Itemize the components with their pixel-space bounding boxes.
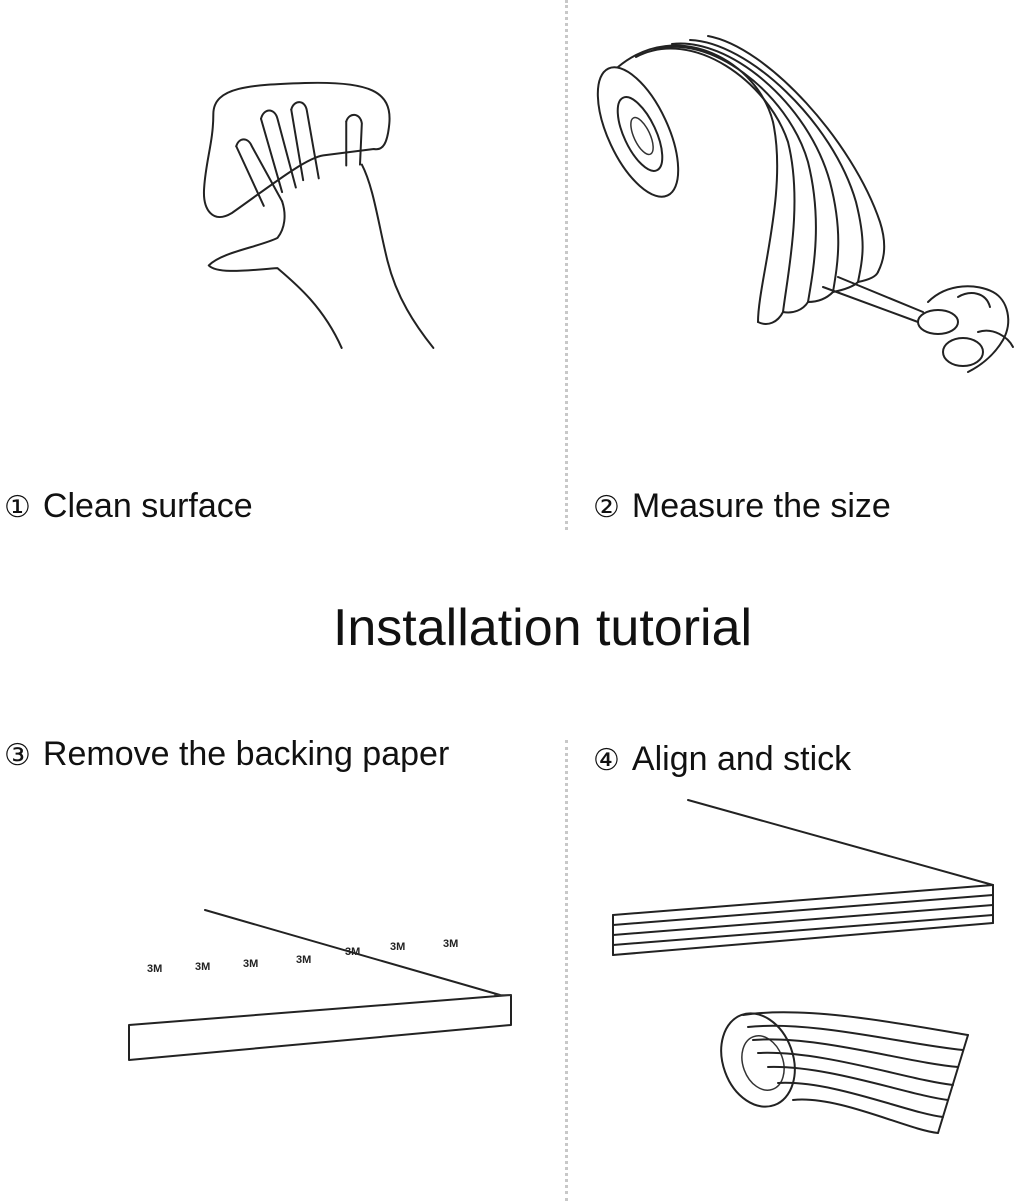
page-title: Installation tutorial (332, 599, 753, 657)
divider-top (565, 0, 568, 530)
step-number-2: ② (593, 490, 620, 525)
step-text-3: Remove the backing paper (42, 735, 450, 773)
tape-roll-scissors-icon (598, 22, 1018, 382)
step-label-2: ② Measure the size (593, 487, 891, 526)
step-label-3: ③ Remove the backing paper (4, 735, 449, 774)
step-text-2: Measure the size (631, 487, 891, 525)
tape-mark-1: 3M (147, 963, 162, 975)
step-text-1: Clean surface (42, 487, 253, 525)
step-number-1: ① (4, 490, 31, 525)
tape-mark-5: 3M (345, 946, 360, 958)
tape-mark-7: 3M (443, 938, 458, 950)
step-number-4: ④ (593, 743, 620, 778)
tape-mark-4: 3M (296, 954, 311, 966)
strip-attach-icon (608, 795, 1008, 1195)
step-text-4: Align and stick (631, 740, 852, 778)
tape-mark-3: 3M (243, 958, 258, 970)
backing-strip-icon: 3M 3M 3M 3M 3M 3M 3M (125, 900, 525, 1080)
step-number-3: ③ (4, 738, 31, 773)
step-label-4: ④ Align and stick (593, 740, 851, 779)
divider-bottom (565, 740, 568, 1201)
hand-wiping-icon (195, 70, 470, 360)
tape-mark-6: 3M (390, 941, 405, 953)
step-label-1: ① Clean surface (4, 487, 253, 526)
tape-mark-2: 3M (195, 961, 210, 973)
